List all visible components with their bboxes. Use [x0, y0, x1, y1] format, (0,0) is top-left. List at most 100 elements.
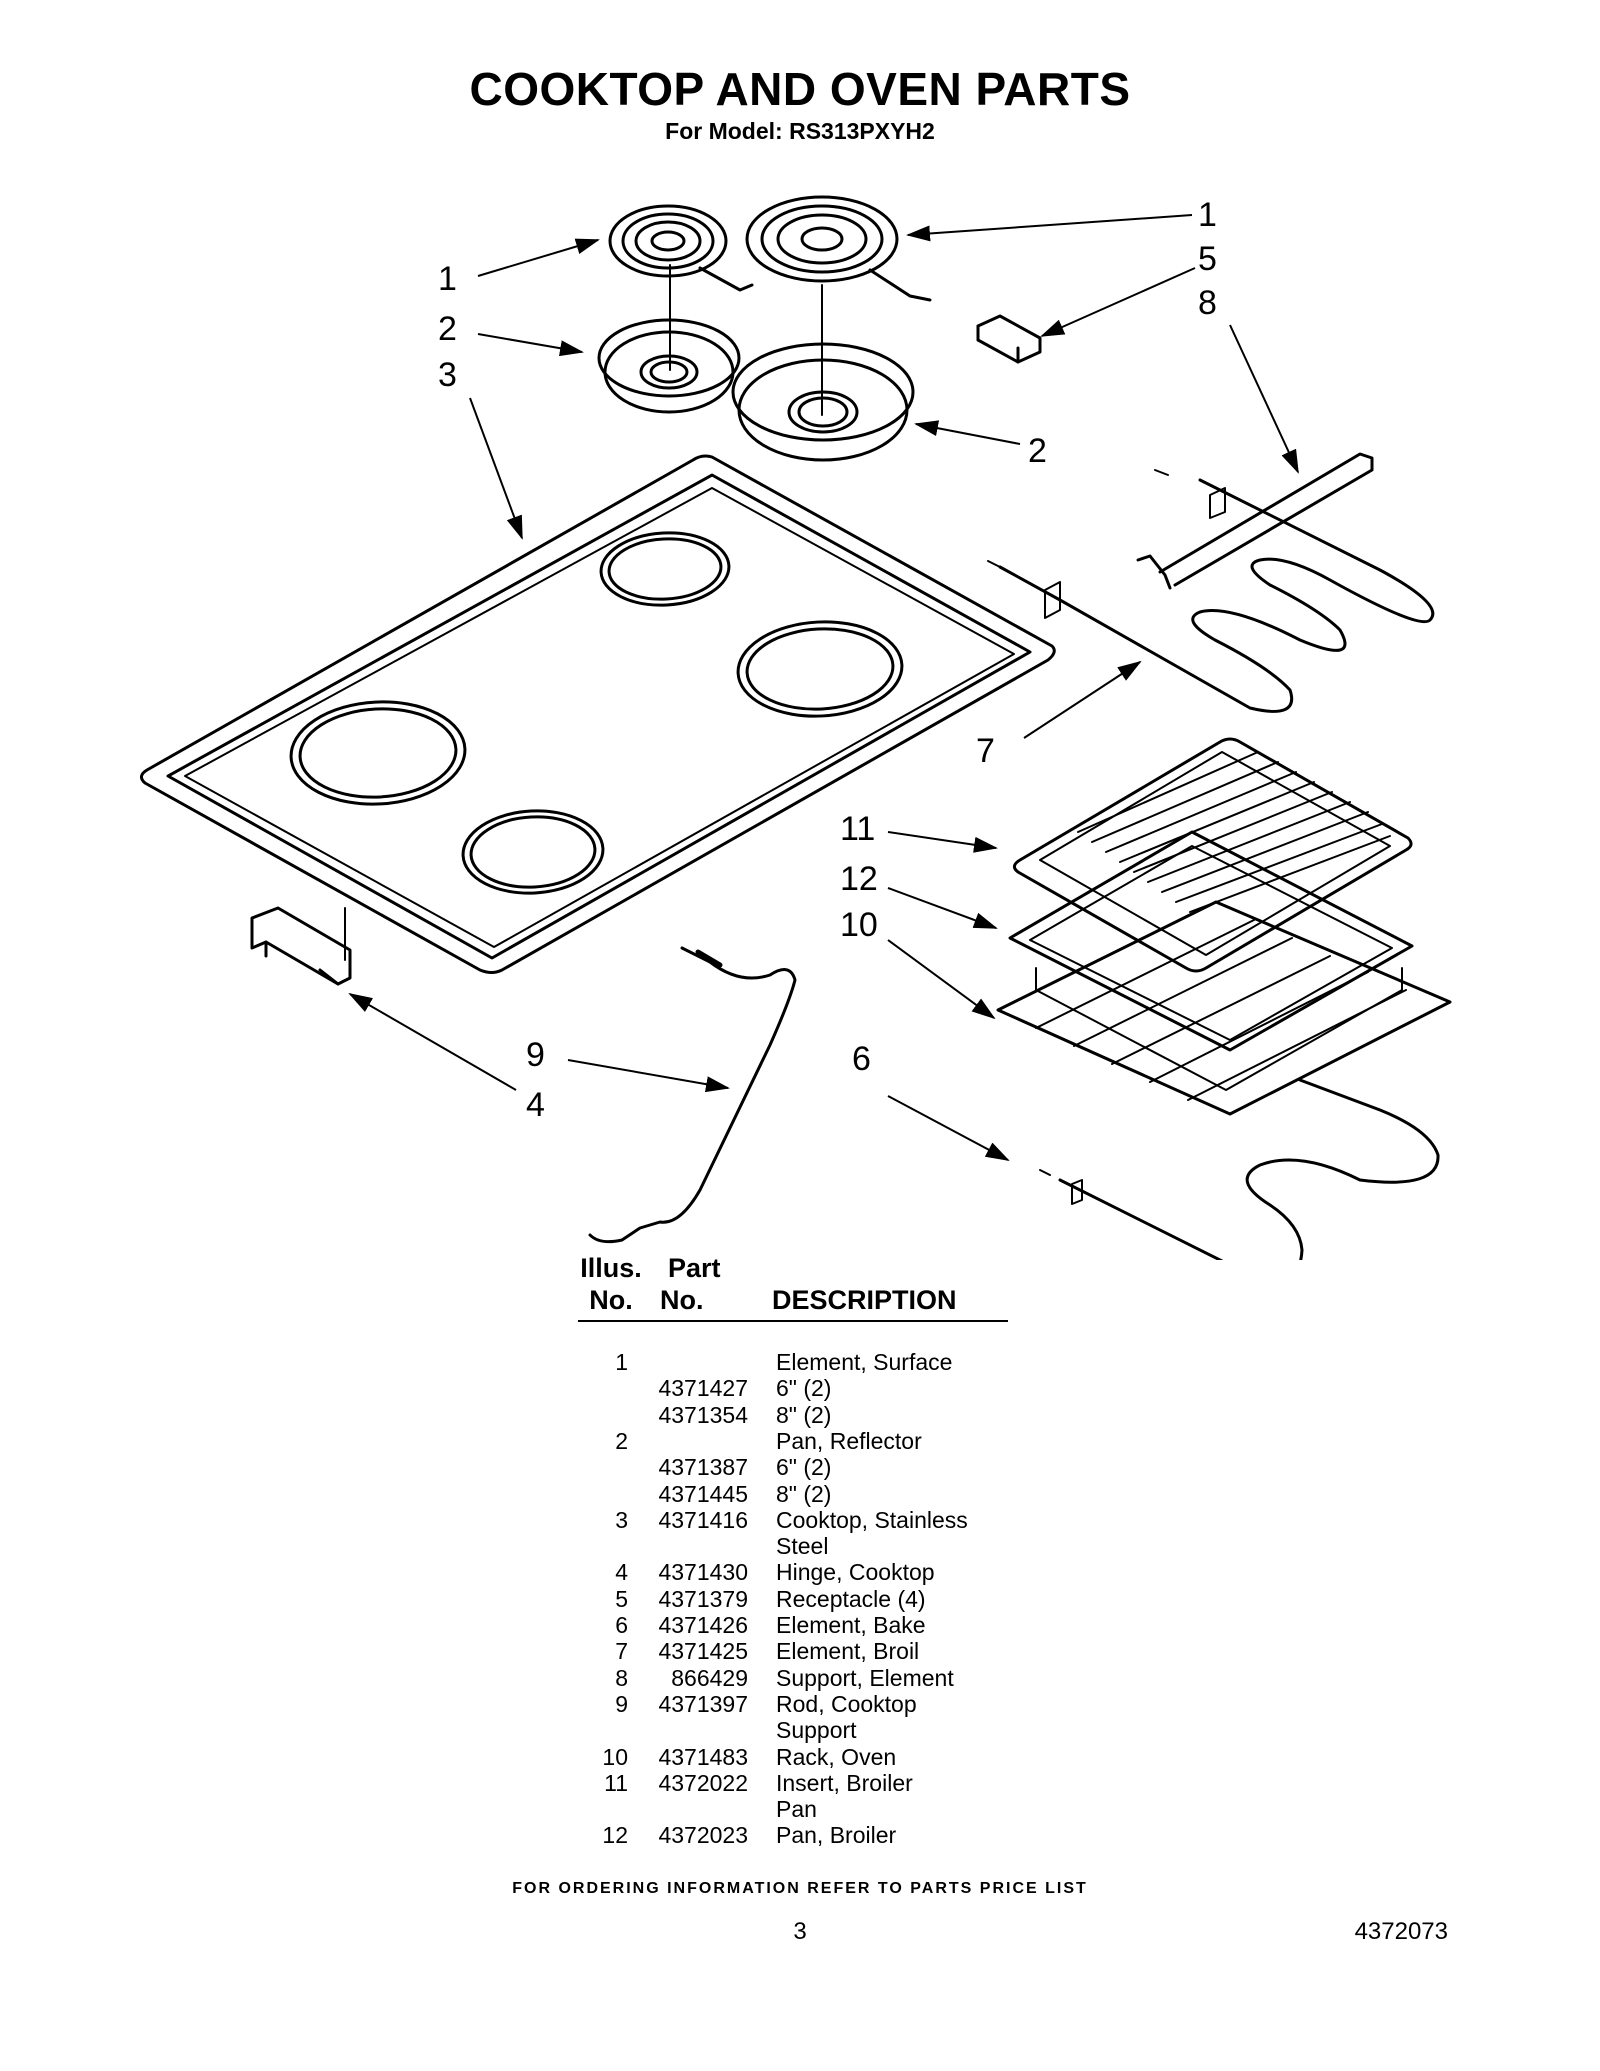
leader-3	[469, 397, 523, 540]
table-row: 7 4371425 Element, Broil	[560, 1638, 1060, 1664]
header-rule	[578, 1320, 1008, 1322]
part-description: Pan, Broiler	[776, 1822, 897, 1849]
oven-rack-drawing	[996, 900, 1452, 1116]
table-row: 4371427 6" (2)	[560, 1375, 1060, 1401]
illus-number: 8	[615, 1664, 628, 1691]
table-row: Support	[560, 1717, 1060, 1743]
part-number: 4371416	[658, 1506, 748, 1533]
callout-1-right: 1	[1198, 196, 1217, 234]
leader-1-right	[906, 214, 1193, 242]
leader-6	[887, 1095, 1010, 1161]
illus-number: 3	[615, 1506, 628, 1533]
col-header-illus: Illus. No.	[580, 1253, 642, 1315]
leader-11	[887, 831, 998, 853]
callout-4: 4	[526, 1086, 545, 1124]
table-row: 8 866429 Support, Element	[560, 1665, 1060, 1691]
table-row: Pan	[560, 1796, 1060, 1822]
part-number: 4371426	[658, 1612, 748, 1638]
part-description: 8" (2)	[776, 1401, 832, 1428]
part-number: 4371483	[658, 1743, 748, 1770]
bake-element-drawing	[1039, 1078, 1440, 1260]
illus-number: 6	[615, 1612, 628, 1638]
table-row: 5 4371379 Receptacle (4)	[560, 1586, 1060, 1612]
illus-number: 4	[615, 1559, 628, 1586]
callout-10: 10	[840, 906, 878, 944]
part-number: 4372023	[658, 1822, 748, 1849]
part-number: 4372022	[658, 1769, 748, 1796]
part-description: Cooktop, Stainless	[776, 1506, 968, 1533]
table-row: 2 Pan, Reflector	[560, 1428, 1060, 1454]
leader-9	[567, 1059, 730, 1093]
leader-8	[1229, 324, 1299, 474]
illus-number: 7	[615, 1638, 628, 1665]
callout-6: 6	[852, 1040, 871, 1078]
leader-7	[1023, 660, 1142, 739]
page-title: COOKTOP AND OVEN PARTS	[469, 63, 1131, 115]
part-description: Steel	[776, 1533, 829, 1560]
part-number: 4371379	[658, 1585, 748, 1612]
part-number: 4371425	[658, 1638, 748, 1665]
reflector-pans-drawing	[597, 318, 915, 462]
callout-9: 9	[526, 1036, 545, 1074]
broil-element-drawing	[987, 469, 1435, 713]
table-row: 9 4371397 Rod, Cooktop	[560, 1691, 1060, 1717]
receptacle-drawing	[976, 314, 1042, 364]
callout-2-left: 2	[438, 310, 457, 348]
callout-3: 3	[438, 356, 457, 394]
leader-2-left	[477, 333, 584, 357]
hinge-drawing	[250, 906, 352, 986]
illus-number: 1	[615, 1349, 628, 1375]
cooktop-drawing	[140, 454, 1056, 974]
part-description: 8" (2)	[776, 1480, 832, 1507]
illus-number: 10	[602, 1743, 628, 1770]
part-description: Rack, Oven	[776, 1743, 897, 1770]
model-subtitle: For Model: RS313PXYH2	[665, 118, 935, 144]
part-description: Rod, Cooktop	[776, 1690, 917, 1717]
callout-2-right: 2	[1028, 432, 1047, 470]
part-description: Element, Surface	[776, 1349, 953, 1375]
part-description: Element, Bake	[776, 1612, 926, 1638]
part-description: Pan, Reflector	[776, 1427, 922, 1454]
part-description: 6" (2)	[776, 1454, 832, 1481]
part-number: 4371397	[658, 1690, 748, 1717]
part-description: Hinge, Cooktop	[776, 1559, 935, 1586]
part-number: 4371354	[658, 1401, 748, 1428]
ordering-note: FOR ORDERING INFORMATION REFER TO PARTS …	[512, 1880, 1088, 1897]
part-description: Element, Broil	[776, 1638, 920, 1665]
table-row: Steel	[560, 1533, 1060, 1559]
leader-1-left	[477, 238, 600, 277]
illus-number: 2	[615, 1427, 628, 1454]
illus-number: 11	[604, 1769, 628, 1796]
callout-5: 5	[1198, 240, 1217, 278]
leader-5	[1040, 267, 1196, 337]
illus-number: 5	[615, 1585, 628, 1612]
callout-8: 8	[1198, 284, 1217, 322]
element-support-drawing	[1136, 452, 1374, 590]
illus-number: 9	[615, 1690, 628, 1717]
leader-10	[887, 939, 996, 1020]
support-rod-drawing	[588, 946, 797, 1244]
page-number: 3	[793, 1918, 807, 1945]
col-header-description: DESCRIPTION	[772, 1285, 957, 1315]
part-number: 4371387	[658, 1454, 748, 1481]
leader-12	[887, 887, 998, 929]
part-description: Pan	[776, 1796, 817, 1823]
part-description: Receptacle (4)	[776, 1585, 926, 1612]
table-row: 10 4371483 Rack, Oven	[560, 1744, 1060, 1770]
callout-12: 12	[840, 860, 878, 898]
callout-1-left: 1	[438, 260, 457, 298]
table-row: 4371354 8" (2)	[560, 1402, 1060, 1428]
part-number: 4371430	[658, 1559, 748, 1586]
part-description: 6" (2)	[776, 1375, 832, 1402]
part-number: 4371427	[658, 1375, 748, 1402]
callout-7: 7	[976, 732, 995, 770]
surface-elements-drawing	[608, 195, 932, 416]
part-description: Support, Element	[776, 1664, 954, 1691]
part-number: 866429	[671, 1664, 748, 1691]
table-row: 6 4371426 Element, Bake	[560, 1612, 1060, 1638]
table-row: 4 4371430 Hinge, Cooktop	[560, 1559, 1060, 1585]
exploded-parts-diagram: 1 1 5 8 2 3 2 7 11 12 10 9 4 6	[140, 195, 1452, 1260]
